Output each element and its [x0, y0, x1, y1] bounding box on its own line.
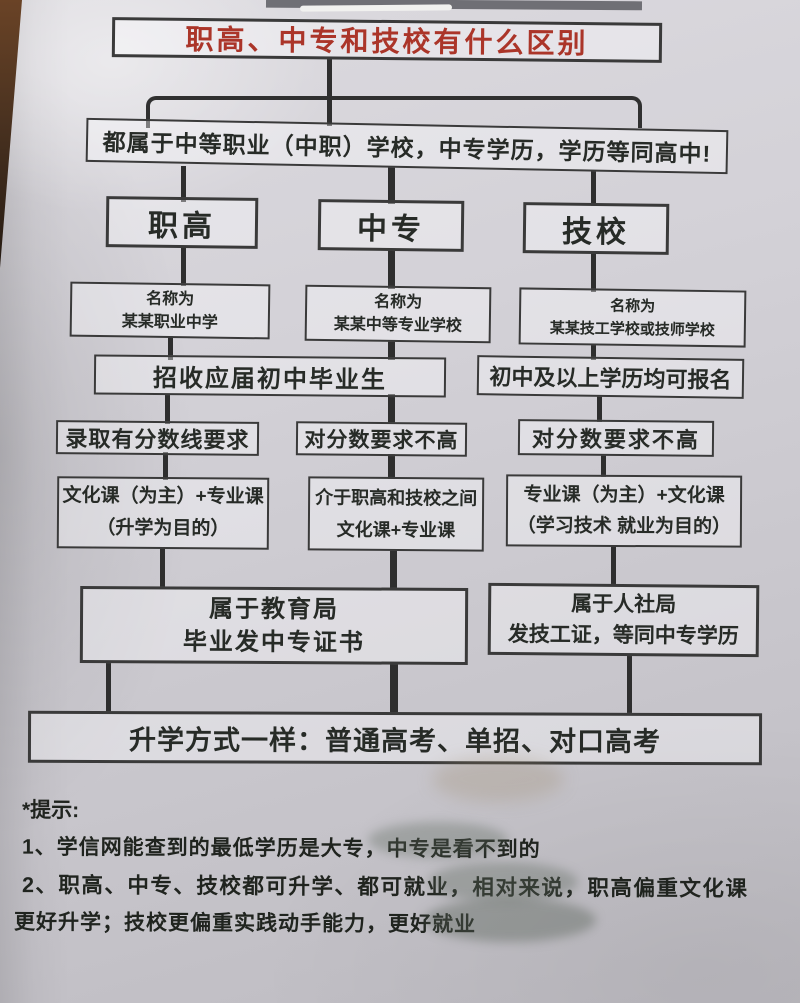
curriculum-line2: （学习技术 就业为目的）	[516, 515, 732, 538]
admission-text: 招收应届初中毕业生	[152, 364, 388, 394]
authority-line2: 发技工证，等同中专学历	[507, 622, 739, 649]
connector-authority-footer-left	[106, 662, 111, 714]
curriculum-line1: 介于职高和技校之间	[315, 487, 478, 509]
curriculum-line2: （升学为目的）	[96, 517, 230, 540]
title-box: 职高、中专和技校有什么区别	[111, 17, 663, 63]
connector-authority-footer-right	[627, 654, 632, 714]
connector-score-curriculum-col3	[601, 454, 606, 477]
connector-curriculum-authority-col2	[390, 549, 397, 589]
connector-banner-col2	[388, 166, 395, 204]
note-line-3: 更好升学；技校更偏重实践动手能力，更好就业	[13, 910, 477, 937]
connector-banner-col1	[181, 166, 186, 202]
connector-title-to-banner	[327, 58, 332, 126]
admission-box-left: 招收应届初中毕业生	[93, 354, 447, 398]
connector-name-admission-col3	[591, 344, 596, 360]
score-box-zhongzhuan: 对分数要求不高	[295, 421, 468, 457]
score-box-zhigao: 录取有分数线要求	[55, 420, 260, 456]
table-edge	[0, 0, 22, 268]
curriculum-box-jixiao: 专业课（为主）+文化课 （学习技术 就业为目的）	[505, 474, 743, 548]
connector-banner-col3	[591, 170, 596, 206]
name-box-jixiao: 名称为 某某技工学校或技师学校	[518, 287, 747, 348]
authority-line1: 属于教育局	[209, 595, 340, 623]
name-box-zhongzhuan: 名称为 某某中等专业学校	[304, 284, 492, 344]
connector-school-name-col3	[591, 252, 596, 292]
connector-score-curriculum-col2	[388, 454, 395, 479]
notes-heading: *提示:	[21, 798, 80, 823]
score-text: 对分数要求不高	[531, 426, 701, 453]
connector-admission-score-col1	[165, 394, 170, 424]
authority-box-renshe: 属于人社局 发技工证，等同中专学历	[487, 582, 760, 658]
connector-authority-footer-center	[390, 662, 398, 714]
paper-top-edge-highlight	[299, 4, 453, 12]
school-label: 职高	[147, 209, 217, 243]
further-education-box: 升学方式一样：普通高考、单招、对口高考	[27, 710, 763, 766]
curriculum-box-zhigao: 文化课（为主）+专业课 （升学为目的）	[56, 476, 270, 550]
name-line2: 某某职业中学	[121, 312, 218, 332]
curriculum-line2: 文化课+专业课	[336, 519, 456, 541]
score-box-jixiao: 对分数要求不高	[517, 419, 715, 457]
authority-line2: 毕业发中专证书	[182, 628, 365, 656]
curriculum-line1: 专业课（为主）+文化课	[523, 484, 725, 507]
connector-admission-score-col2	[388, 394, 395, 424]
name-line1: 名称为	[374, 293, 423, 312]
connector-name-admission-col2	[388, 340, 395, 360]
admission-box-right: 初中及以上学历均可报名	[476, 355, 745, 399]
name-line1: 名称为	[610, 297, 656, 315]
title-text: 职高、中专和技校有什么区别	[185, 23, 589, 60]
connector-school-name-col1	[181, 246, 186, 286]
school-box-jixiao: 技校	[522, 202, 670, 255]
banner-text: 都属于中等职业（中职）学校，中专学历，学历等同高中!	[102, 129, 712, 167]
note-line-2: 2、职高、中专、技校都可升学、都可就业，相对来说，职高偏重文化课	[21, 873, 749, 901]
curriculum-box-zhongzhuan: 介于职高和技校之间 文化课+专业课	[307, 476, 485, 552]
connector-curriculum-authority-col1	[160, 547, 165, 589]
authority-line1: 属于人社局	[571, 592, 677, 617]
connector-score-curriculum-col1	[163, 452, 168, 480]
name-line2: 某某技工学校或技师学校	[549, 319, 715, 339]
school-label: 技校	[561, 215, 631, 249]
connector-name-admission-col1	[168, 336, 173, 360]
footer-text: 升学方式一样：普通高考、单招、对口高考	[128, 724, 662, 757]
connector-curriculum-authority-col3	[611, 545, 616, 586]
connector-school-name-col2	[388, 249, 395, 289]
school-box-zhigao: 职高	[105, 196, 259, 249]
score-text: 对分数要求不高	[304, 428, 459, 453]
authority-box-education: 属于教育局 毕业发中专证书	[79, 585, 469, 666]
admission-text: 初中及以上学历均可报名	[489, 364, 732, 393]
name-line1: 名称为	[146, 290, 195, 308]
curriculum-line1: 文化课（为主）+专业课	[62, 485, 264, 508]
school-box-zhongzhuan: 中专	[317, 199, 465, 252]
score-text: 录取有分数线要求	[65, 426, 250, 453]
connector-admission-score-col3	[597, 395, 602, 422]
name-box-zhigao: 名称为 某某职业中学	[69, 281, 271, 340]
note-line-1: 1、学信网能查到的最低学历是大专，中专是看不到的	[21, 835, 541, 862]
bracket-connector	[146, 96, 642, 128]
name-line2: 某某中等专业学校	[333, 316, 462, 335]
school-label: 中专	[356, 212, 426, 246]
